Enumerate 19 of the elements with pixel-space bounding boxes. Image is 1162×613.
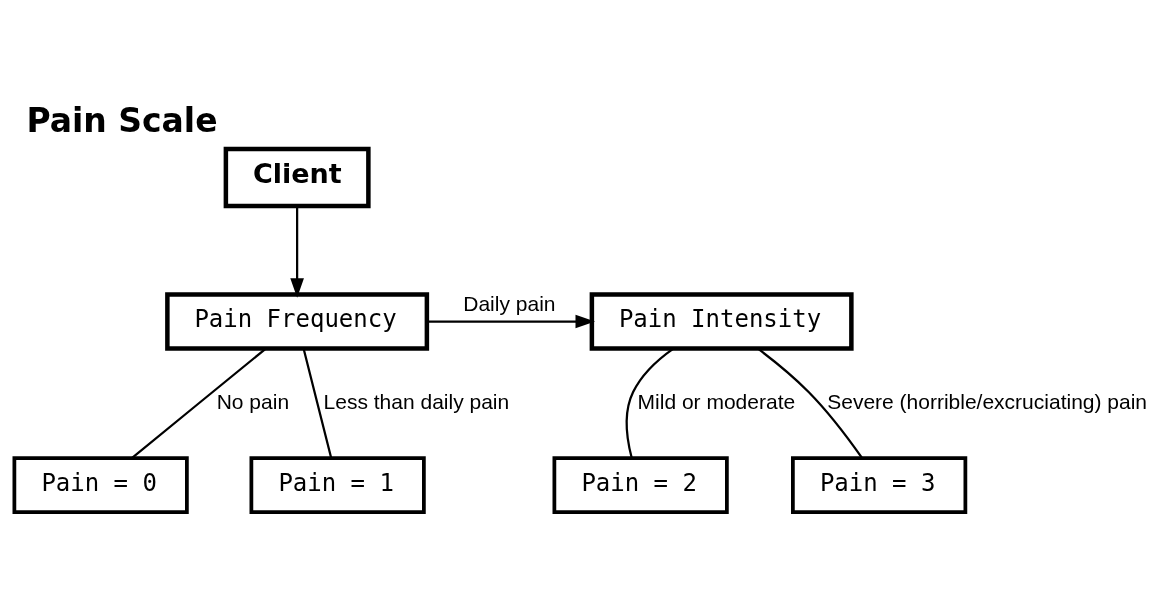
node-box: Pain Intensity — [589, 292, 854, 351]
edge-label: Less than daily pain — [323, 389, 510, 413]
diagram-title: Pain Scale — [26, 100, 218, 140]
arrow — [290, 206, 304, 298]
edge-label: Daily pain — [463, 292, 556, 316]
edge-label: No pain — [216, 389, 290, 413]
edge-label: Severe (horrible/excruciating) pain — [827, 389, 1148, 413]
connector — [625, 347, 674, 458]
edge-label: Mild or moderate — [637, 389, 796, 413]
node-box: Pain = 3 — [791, 456, 968, 514]
connector — [757, 347, 863, 459]
node-box: Pain = 0 — [12, 456, 189, 514]
node-box: Client — [223, 146, 371, 209]
connector — [131, 347, 267, 459]
arrow — [427, 314, 596, 329]
node-box: Pain = 1 — [249, 456, 426, 514]
node-box: Pain Frequency — [165, 292, 430, 351]
connector — [302, 348, 333, 459]
node-box: Pain = 2 — [552, 456, 729, 514]
